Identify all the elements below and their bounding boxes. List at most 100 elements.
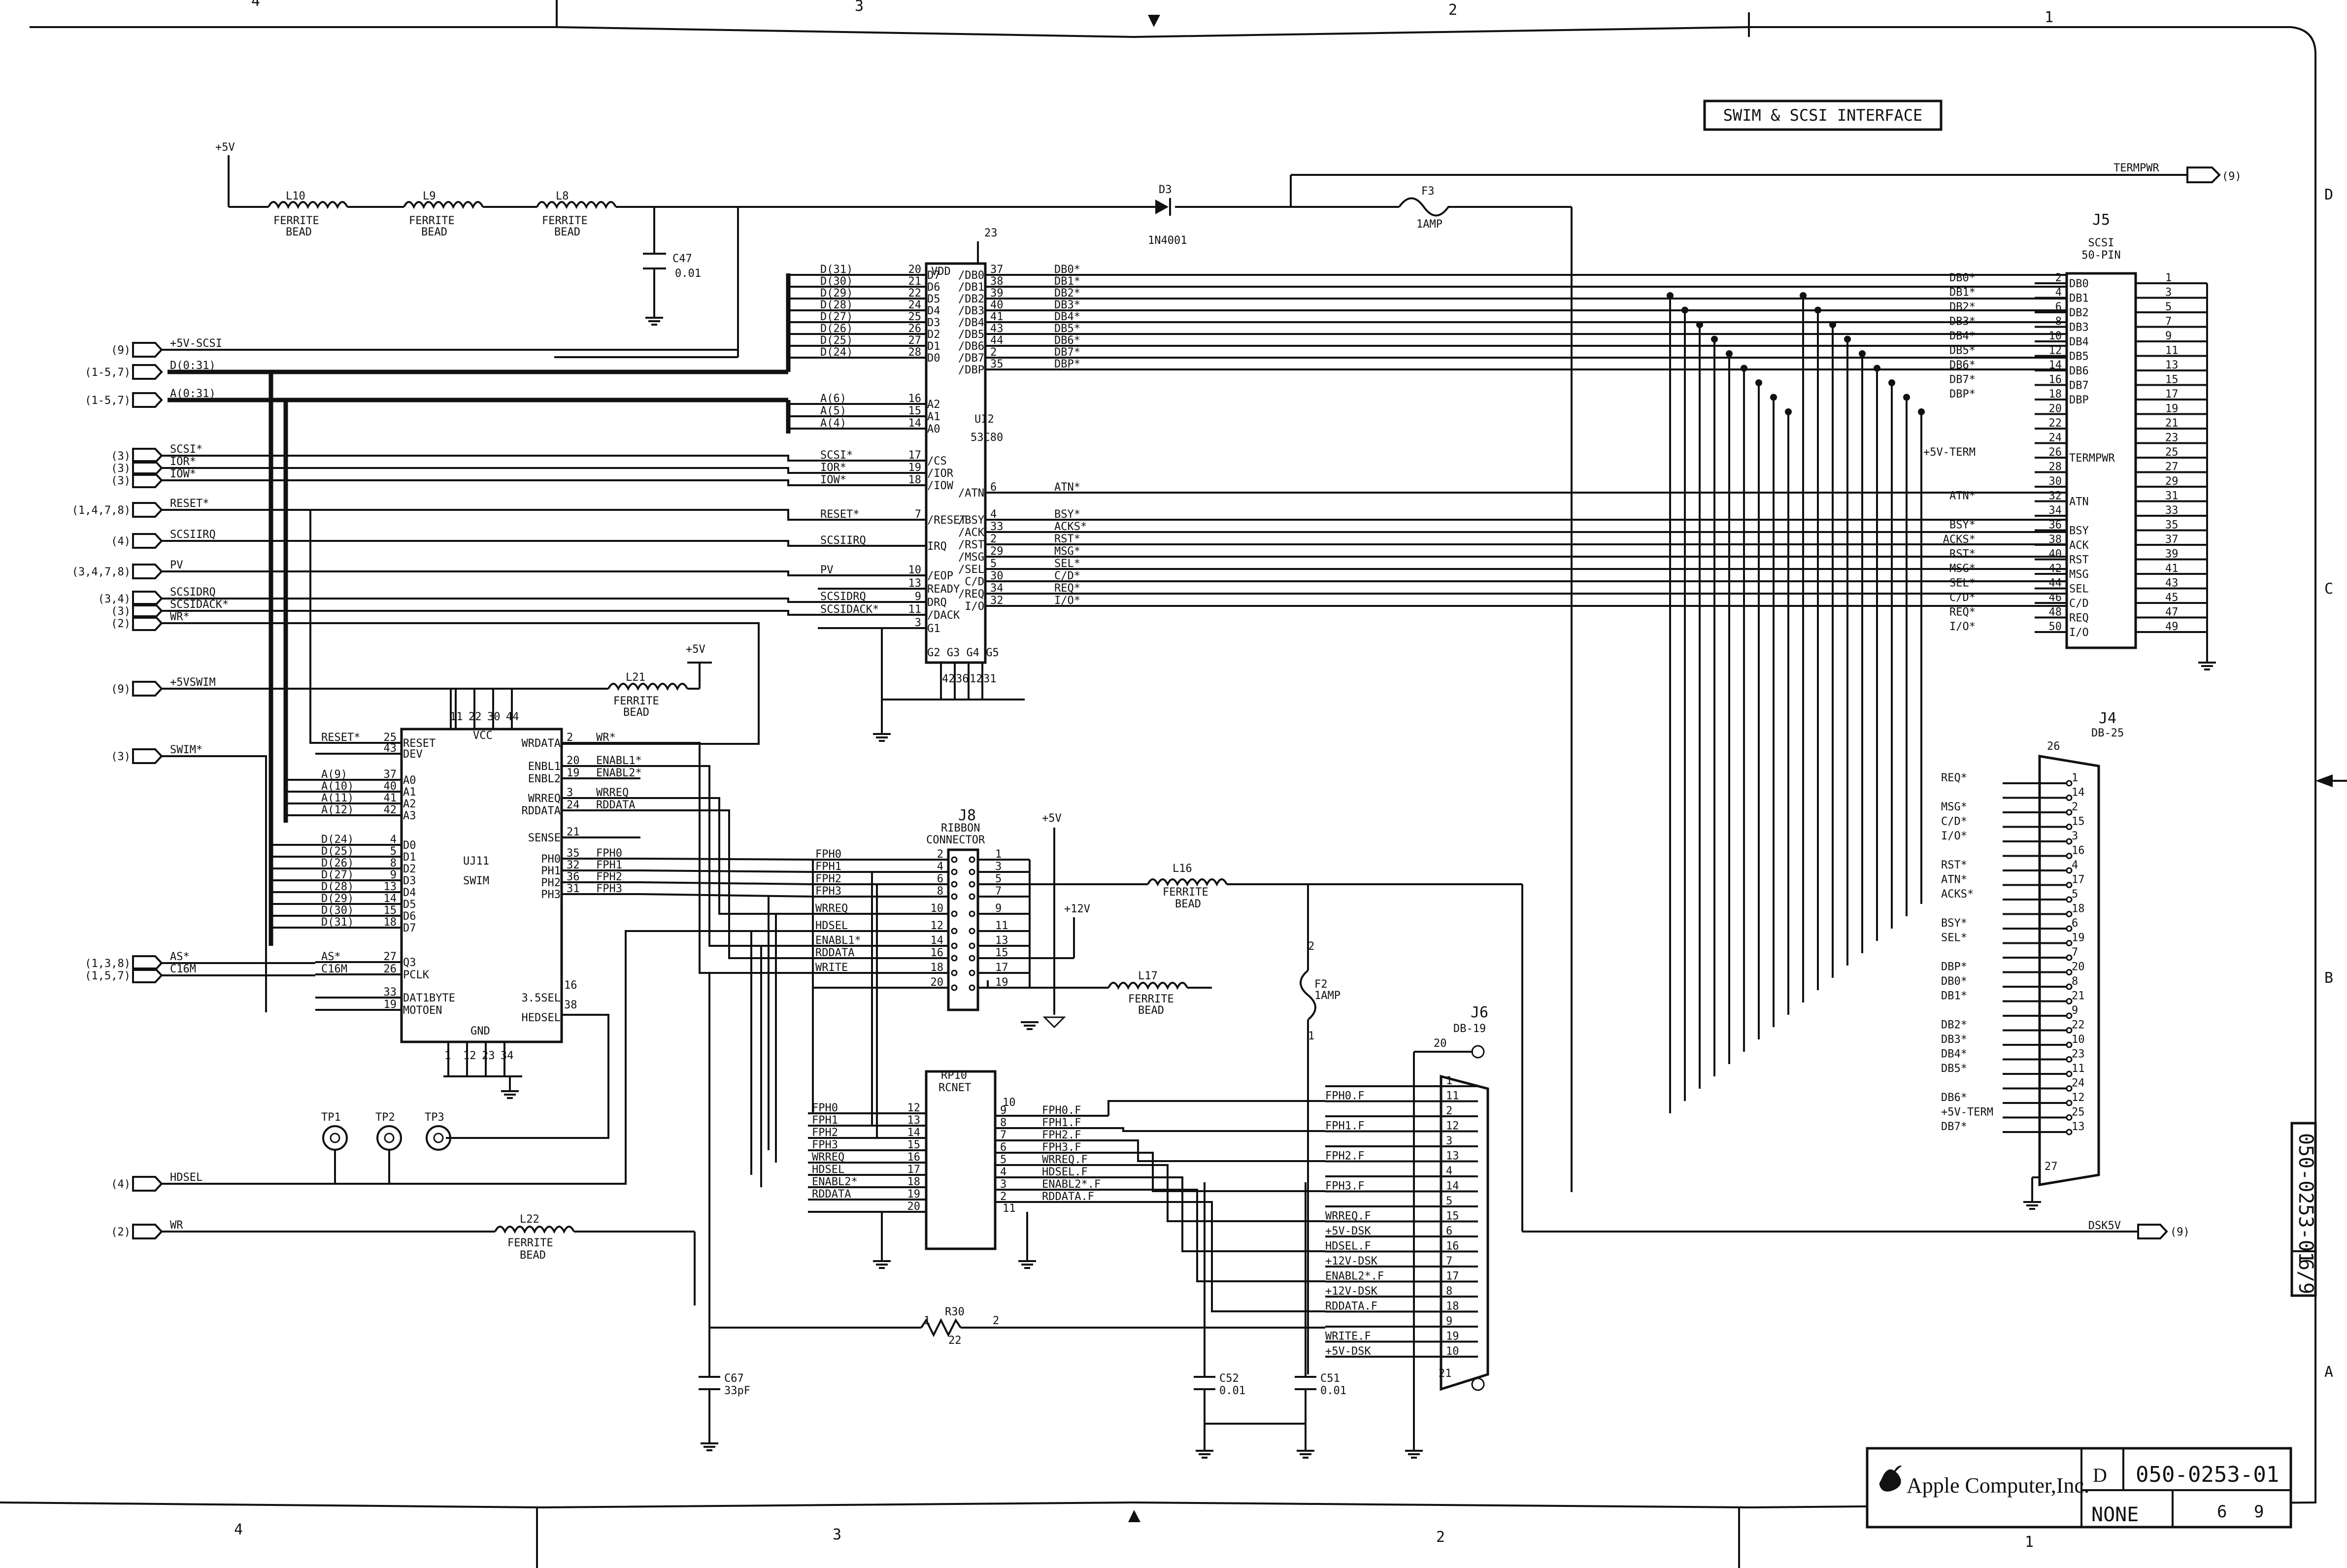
- u12-rpin-num-16: 34: [990, 582, 1004, 595]
- u11-rpin-7: PH1: [541, 865, 561, 877]
- u11-pin-num-7: 5: [390, 845, 397, 858]
- j5-pin-num-1: 4: [2055, 287, 2062, 299]
- dsk5v-ref: (9): [2170, 1226, 2190, 1238]
- left-port-ref-4: (3): [111, 463, 131, 475]
- rp10-num-2: 14: [907, 1127, 921, 1139]
- j5-odd-12: 25: [2165, 446, 2179, 459]
- l10-type: FERRITE: [273, 215, 319, 227]
- u12-net-13: IOW*: [820, 474, 846, 486]
- rp10-rnet-1: FPH1.F: [1042, 1117, 1081, 1129]
- j5-pin-num-24: 50: [2049, 621, 2062, 633]
- rp10-rnet-2: FPH2.F: [1042, 1129, 1081, 1141]
- u11-net-11: D(29): [321, 893, 354, 905]
- j4-pin-num-22: 12: [2072, 1092, 2085, 1104]
- u12-rnet-17: I/O*: [1054, 595, 1080, 607]
- j5-net-19: RST*: [1949, 548, 1976, 561]
- ferrite-l10: L10 FERRITE BEAD: [268, 190, 348, 238]
- j5-net-21: SEL*: [1949, 577, 1976, 590]
- u12-rnet-2: DB2*: [1054, 287, 1080, 300]
- u12-rnet-14: SEL*: [1054, 558, 1080, 570]
- u11-pin-num-4: 41: [384, 792, 397, 804]
- u11-gnd-num-3: 34: [501, 1050, 514, 1062]
- j4-pin-num-20: 11: [2072, 1063, 2085, 1075]
- j6-num-8: 5: [1446, 1195, 1452, 1207]
- drawing-size: D: [2093, 1464, 2107, 1486]
- j8-sub: CONNECTOR: [926, 834, 985, 846]
- u11-net-3: A(10): [321, 780, 354, 793]
- j4-pin-num-12: 7: [2072, 946, 2078, 959]
- l16-sub: BEAD: [1175, 898, 1201, 910]
- u12-rpin-12: /RST: [958, 539, 984, 551]
- c51-ref: C51: [1320, 1372, 1340, 1385]
- j6-net-15: RDDATA.F: [1325, 1301, 1377, 1313]
- d3-ref: D3: [1159, 184, 1172, 196]
- rp10-net-6: ENABL2*: [812, 1176, 858, 1188]
- rp10-value: RCNET: [939, 1082, 971, 1094]
- j5-pin-name-5: DB5: [2069, 351, 2089, 363]
- sheet-count: 9: [2254, 1502, 2264, 1522]
- j5-net-8: DBP*: [1949, 388, 1976, 400]
- left-port-ref-2: (1-5,7): [85, 395, 131, 407]
- u11-net-8: D(26): [321, 857, 354, 869]
- u11-rpin-num-5: 21: [567, 826, 580, 838]
- l9-sub: BEAD: [421, 226, 447, 238]
- u11-pin-num-14: 27: [384, 951, 397, 963]
- dsk5v-label: DSK5V: [2088, 1220, 2121, 1232]
- center-mark-right: [2315, 774, 2333, 787]
- u12-net-16: PV: [820, 564, 834, 576]
- u12-rnet-7: DB7*: [1054, 346, 1080, 359]
- u12-gnd-num-2: 12: [970, 673, 983, 685]
- j5-odd-23: 47: [2165, 606, 2179, 619]
- u11-rnet-0: WR*: [596, 732, 616, 744]
- u12-rpin-15: C/D: [965, 576, 984, 588]
- j8-num-0: 2: [937, 848, 943, 861]
- rp10-net-1: FPH1: [812, 1114, 838, 1127]
- u11-pin-num-15: 26: [384, 963, 397, 975]
- j4-name: DB-25: [2091, 727, 2124, 739]
- u12-rpin-num-17: 32: [990, 595, 1004, 607]
- j5-odd-21: 43: [2165, 577, 2179, 590]
- r30-value: 22: [948, 1334, 962, 1347]
- u11-rpin-num-6: 35: [567, 847, 580, 860]
- u12-value: 53C80: [971, 432, 1003, 444]
- left-port-name-13: SWIM*: [170, 744, 202, 756]
- u12-net-12: IOR*: [820, 462, 846, 474]
- j6-num-6: 4: [1446, 1165, 1452, 1177]
- u12-pin-num-17: 13: [908, 577, 922, 590]
- l17-type: FERRITE: [1128, 993, 1174, 1005]
- j5-net-1: DB1*: [1949, 287, 1976, 299]
- u12-rpin-13: /MSG: [958, 551, 984, 564]
- j5-pin-num-7: 16: [2049, 374, 2062, 386]
- j4-ref: J4: [2099, 710, 2116, 727]
- l22-sub: BEAD: [520, 1249, 546, 1262]
- u12-rpin-num-2: 39: [990, 287, 1004, 300]
- u11-gnd-num-1: 12: [463, 1050, 476, 1062]
- u11-pin-11: D5: [403, 899, 416, 911]
- u11-pin-num-9: 9: [390, 869, 397, 881]
- j5-pin-name-7: DB7: [2069, 380, 2089, 392]
- u11-rpin-4: RDDATA: [522, 805, 561, 817]
- rp10-rnet-6: ENABL2*.F: [1042, 1178, 1101, 1191]
- rp10-num-5: 17: [907, 1164, 921, 1176]
- center-mark-top: [1148, 15, 1160, 27]
- c47-ref: C47: [672, 253, 692, 265]
- u11-rpin-num-2: 19: [567, 767, 580, 779]
- j5-net-4: DB4*: [1949, 330, 1976, 342]
- zone-top-2: 2: [1448, 1, 1457, 19]
- j6-num-1: 11: [1446, 1090, 1459, 1102]
- u11-rnet-4: RDDATA: [596, 799, 635, 811]
- left-port-ref-1: (1-5,7): [85, 367, 131, 379]
- u11-xpin-1: HEDSEL: [522, 1012, 561, 1024]
- u12-rpin-num-10: 4: [990, 508, 997, 521]
- u11-net-14: AS*: [321, 951, 341, 963]
- u12-pin-19: /DACK: [927, 609, 960, 622]
- rp10-num-8: 20: [907, 1201, 921, 1213]
- l8-ref: L8: [556, 190, 569, 202]
- r30-pin-1: 1: [924, 1315, 930, 1327]
- u12-rpin-7: /DB7: [958, 352, 984, 365]
- u11-pin-3: A1: [403, 786, 416, 799]
- left-port-name-2: A(0:31): [170, 388, 216, 400]
- rp10-rnet-7: RDDATA.F: [1042, 1191, 1094, 1203]
- u11-gnd: GND: [470, 1025, 490, 1037]
- u12-pin-num-13: 18: [908, 474, 922, 486]
